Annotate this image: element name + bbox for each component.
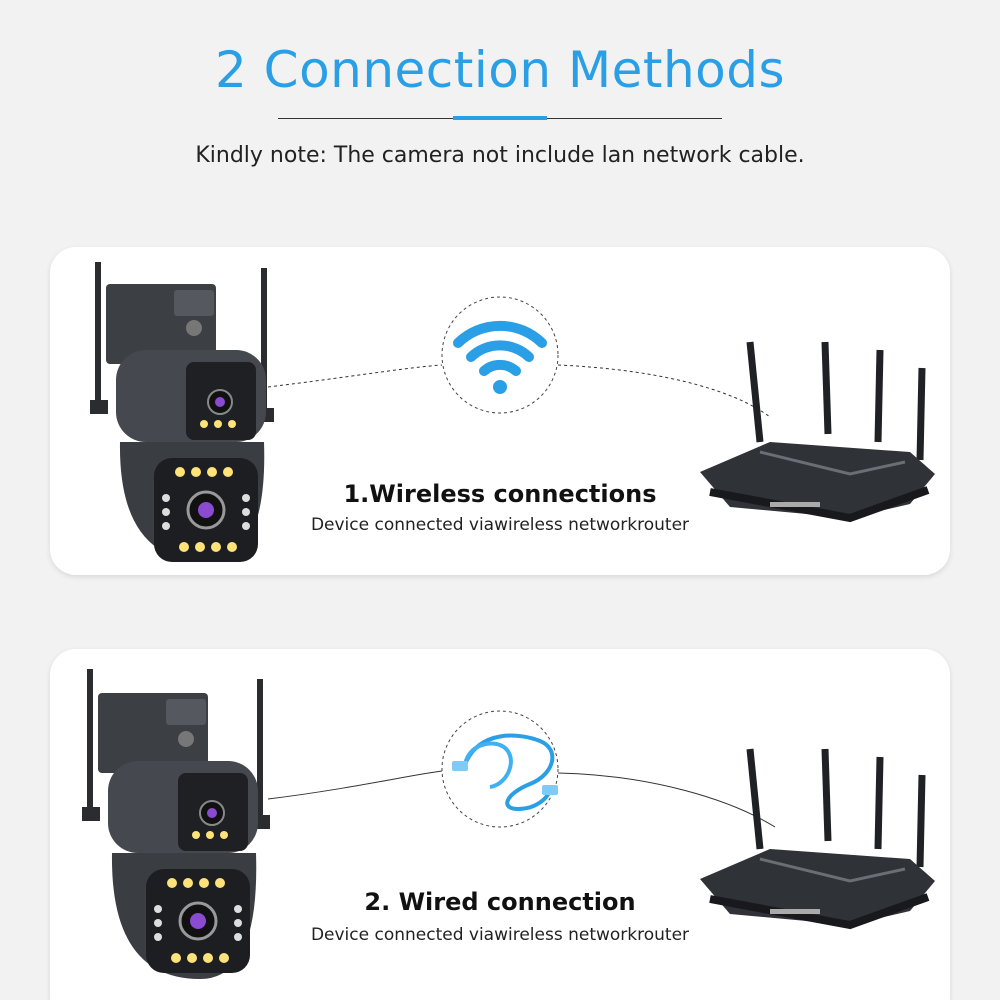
router-icon	[700, 748, 935, 930]
camera-to-cable-line	[267, 770, 443, 800]
method-description: Device connected viawireless networkrout…	[310, 925, 690, 945]
camera-to-wifi-line	[267, 364, 443, 388]
router-icon	[700, 341, 935, 523]
wired-illustration	[82, 669, 935, 979]
cable-note: Kindly note: The camera not include lan …	[195, 143, 805, 168]
wireless-method-card: 1.Wireless connections Device connected …	[50, 247, 950, 575]
page-title: 2 Connection Methods	[214, 41, 786, 99]
wireless-illustration	[90, 262, 935, 562]
camera-icon	[90, 262, 274, 562]
camera-icon	[82, 669, 270, 979]
wifi-icon	[441, 296, 559, 414]
cable-to-router-line	[557, 772, 776, 828]
title-divider-accent	[453, 116, 547, 120]
method-description: Device connected viawireless networkrout…	[310, 515, 690, 535]
method-heading: 2. Wired connection	[364, 888, 636, 916]
wifi-to-router-line	[557, 364, 771, 418]
lan-cable-icon	[441, 710, 559, 828]
wired-method-card: 2. Wired connection Device connected via…	[50, 649, 950, 1000]
method-heading: 1.Wireless connections	[343, 480, 657, 508]
